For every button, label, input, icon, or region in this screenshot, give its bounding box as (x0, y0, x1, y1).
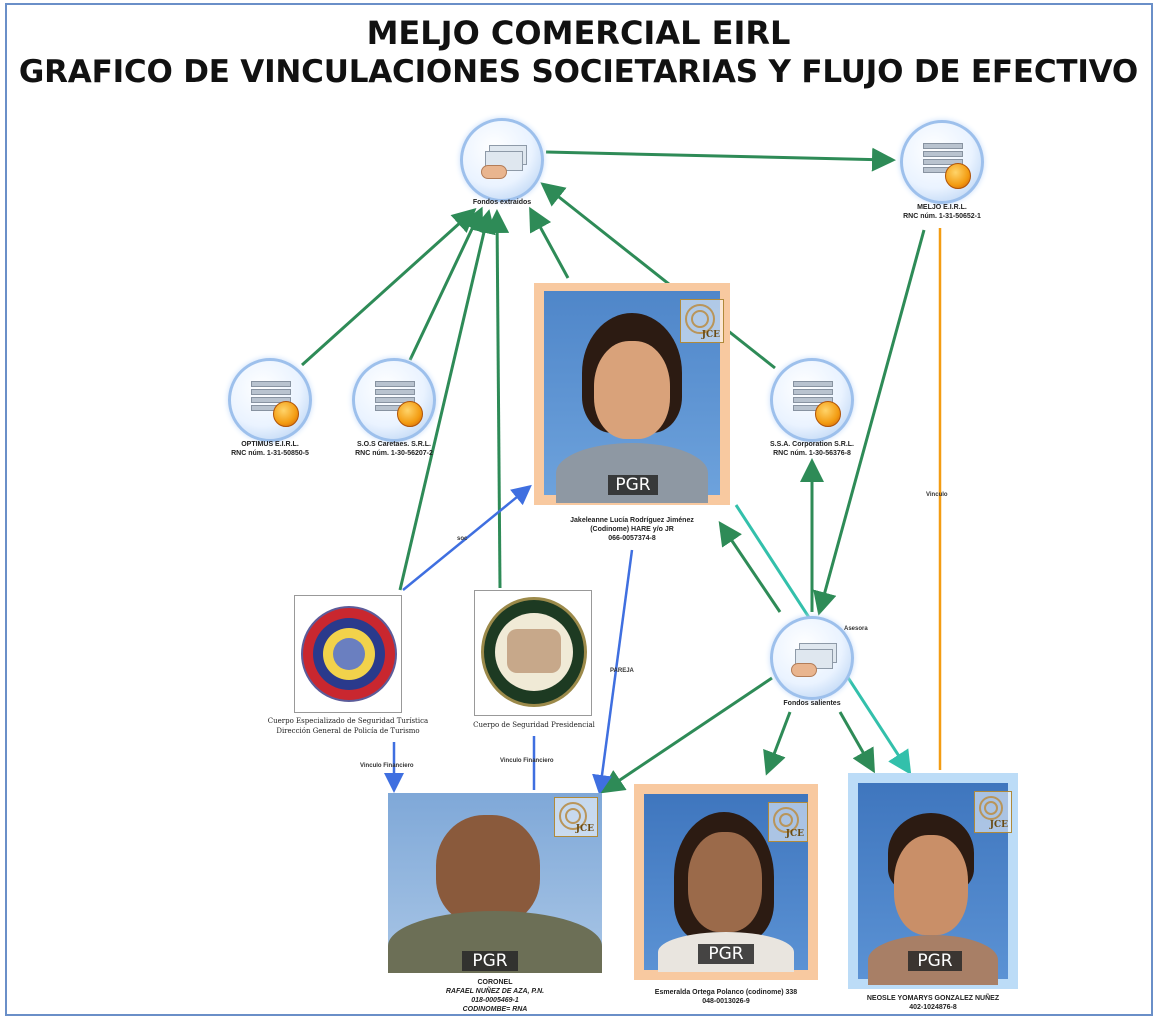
soc-edge-label: soc (457, 536, 468, 542)
fondos-salientes-label: Fondos salientes (783, 700, 841, 707)
coronel-label-2: RAFAEL NUÑEZ DE AZA, P.N. (445, 988, 545, 995)
meljo-label-1: MELJO E.I.R.L. (917, 204, 967, 211)
meljo-node[interactable] (900, 120, 984, 204)
ssa-corporation-label-1: S.S.A. Corporation S.R.L. (769, 441, 854, 448)
link-salientes-to-coronel (600, 676, 773, 794)
pgr-badge: PGR (908, 951, 962, 971)
title-line-2: GRAFICO DE VINCULACIONES SOCIETARIAS Y F… (18, 54, 1139, 90)
server-icon (793, 381, 833, 413)
link-central-to-coronel (592, 549, 634, 795)
central-label-2: (Codinome) HARE y/o JR (590, 526, 674, 533)
fondos-salientes-node[interactable] (770, 616, 854, 700)
coronel-label-4: CODINOMBE= RNA (462, 1006, 528, 1013)
sos-caretaes-label-1: S.O.S Caretaes. S.R.L. (357, 441, 431, 448)
optimus-label-2: RNC núm. 1-31-50850-5 (231, 450, 309, 457)
coin-icon (945, 163, 971, 189)
coin-icon (815, 401, 841, 427)
vinculo-edge-label: Vinculo (926, 492, 948, 498)
asesora-edge-label: Asesora (844, 626, 868, 632)
turismo-label-2: Dirección General de Policía de Turismo (276, 727, 420, 735)
optimus-label-1: OPTIMUS E.I.R.L. (241, 441, 299, 448)
ssa-corporation-node[interactable] (770, 358, 854, 442)
jce-logo: JCE (680, 299, 724, 343)
neosle-photo[interactable]: PGR JCE (848, 773, 1018, 989)
jce-logo: JCE (974, 791, 1012, 833)
link-ssa-to-fondos (540, 182, 776, 370)
turismo-label-1: Cuerpo Especializado de Seguridad Turíst… (267, 717, 429, 725)
diagram-frame (5, 3, 1153, 1016)
link-fondos-to-meljo (545, 147, 896, 172)
link-salientes-to-central (718, 521, 782, 613)
central-label-1: Jakeleanne Lucía Rodríguez Jiménez (570, 517, 694, 524)
link-salientes-to-neosle (838, 711, 875, 774)
turismo-link-edge-label: Vinculo Financiero (360, 763, 414, 769)
coin-icon (397, 401, 423, 427)
link-presidencial-to-fondos (485, 209, 510, 589)
coronel-label-3: 018-0005469-1 (471, 997, 519, 1004)
link-optimus-to-fondos (300, 207, 477, 367)
optimus-node[interactable] (228, 358, 312, 442)
presidencial-label-1: Cuerpo de Seguridad Presidencial (473, 721, 595, 729)
link-meljo-to-salientes (813, 229, 926, 616)
jce-logo: JCE (554, 797, 598, 837)
esmeralda-label-1: Esmeralda Ortega Polanco (codinome) 338 (654, 989, 798, 996)
central-label-3: 066-0057374-8 (608, 535, 656, 542)
central-person-photo[interactable]: PGR JCE (534, 283, 730, 505)
money-hand-icon (481, 145, 527, 179)
title-line-1: MELJO COMERCIAL EIRL (366, 14, 791, 52)
meljo-label-2: RNC núm. 1-31-50652-1 (903, 213, 981, 220)
fondos-extraidos-node[interactable] (460, 118, 544, 202)
pgr-badge: PGR (698, 944, 754, 964)
fondos-extraidos-label: Fondos extraidos (472, 199, 532, 206)
pgr-badge: PGR (608, 475, 658, 495)
link-central-to-fondos (529, 206, 570, 279)
server-icon (375, 381, 415, 413)
coronel-label-1: CORONEL (477, 979, 513, 986)
link-turismo-to-central (402, 484, 532, 591)
neosle-label-1: NEOSLE YOMARYS GONZALEZ NUÑEZ (866, 995, 1000, 1002)
coin-icon (273, 401, 299, 427)
coronel-photo[interactable]: PGR JCE (388, 793, 602, 973)
money-hand-icon (791, 643, 837, 677)
link-sos-to-fondos (408, 206, 484, 361)
esmeralda-photo[interactable]: PGR JCE (634, 784, 818, 980)
link-turismo-to-fondos (398, 209, 496, 591)
ssa-corporation-label-2: RNC núm. 1-30-56376-8 (773, 450, 851, 457)
pgr-badge: PGR (462, 951, 518, 971)
sos-caretaes-node[interactable] (352, 358, 436, 442)
neosle-label-2: 402-1024876-8 (909, 1004, 957, 1011)
presidencial-seal[interactable] (474, 590, 592, 716)
jce-logo: JCE (768, 802, 808, 842)
server-icon (923, 143, 963, 175)
presidencial-link-edge-label: Vinculo Financiero (500, 758, 554, 764)
sos-caretaes-label-2: RNC núm. 1-30-56207-2 (355, 450, 433, 457)
pareja-edge-label: PAREJA (610, 668, 634, 674)
link-salientes-to-esmeralda (763, 711, 792, 776)
turismo-seal[interactable] (294, 595, 402, 713)
esmeralda-label-2: 048-0013026-9 (702, 998, 750, 1005)
